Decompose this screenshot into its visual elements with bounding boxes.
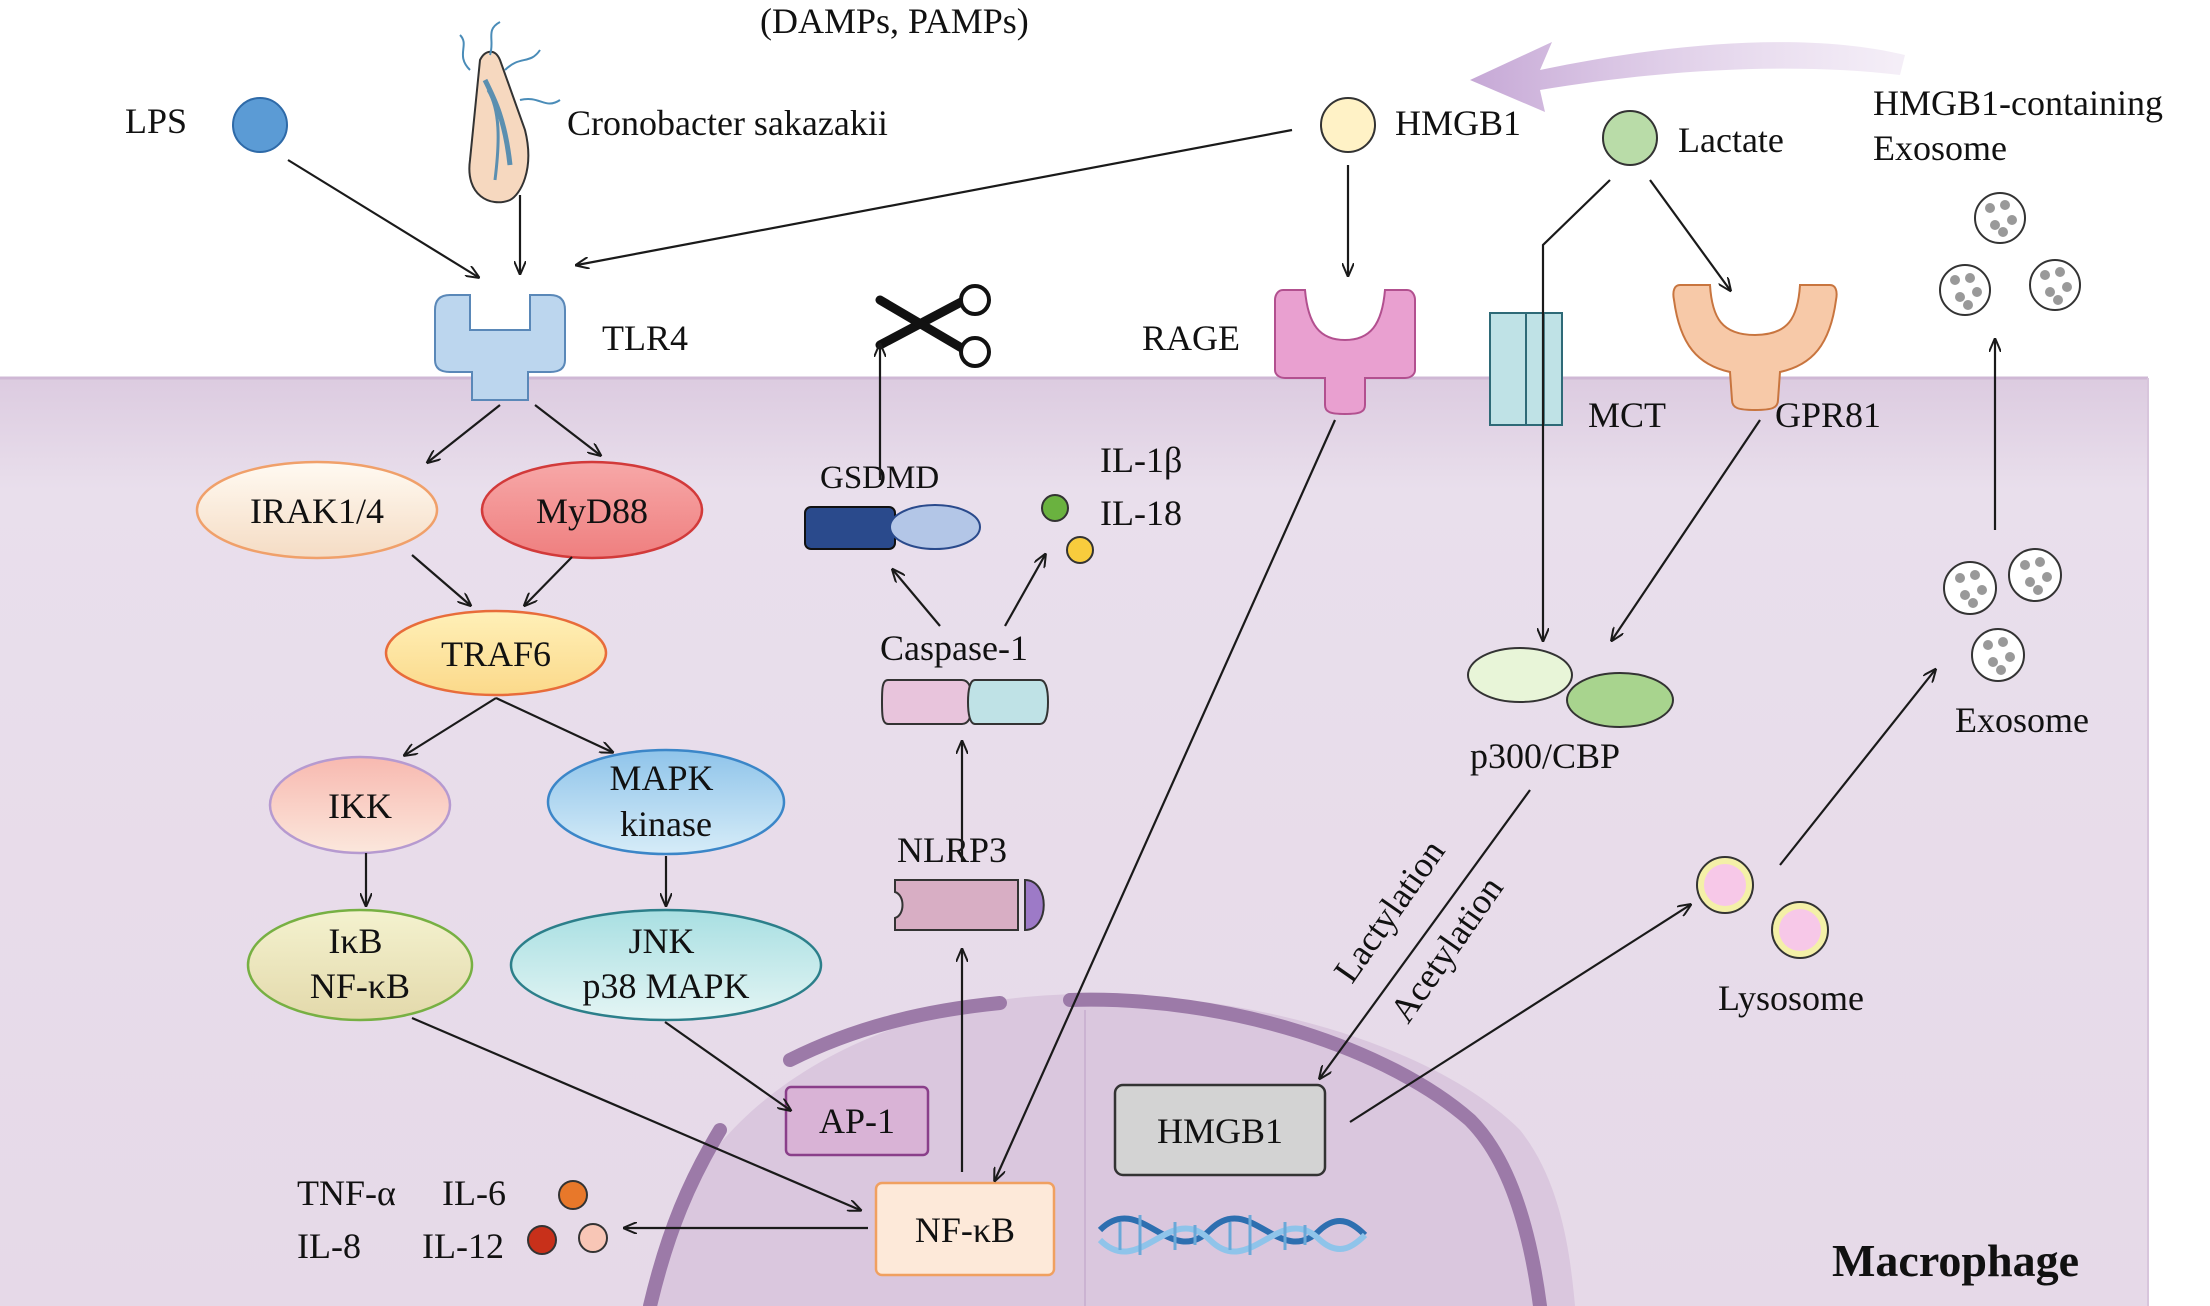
gsdmd-n-domain (804, 506, 896, 550)
jnk-p38-node (509, 908, 823, 1022)
mapk-kinase-node (546, 748, 786, 856)
tlr4-label: TLR4 (602, 318, 688, 358)
il18-icon (1066, 536, 1094, 564)
macrophage-label: Macrophage (1832, 1235, 2079, 1286)
caspase1-label: Caspase-1 (880, 628, 1028, 668)
ikk-node (268, 755, 452, 855)
bacterium-label: Cronobacter sakazakii (567, 103, 888, 143)
scissors-icon (875, 284, 991, 368)
myd88-node (480, 460, 704, 560)
lysosome-label: Lysosome (1718, 978, 1864, 1018)
exosome-inside-icon (1943, 548, 2062, 682)
mct-label: MCT (1588, 395, 1666, 435)
bacterium-icon (459, 21, 561, 204)
il12-dot-light (578, 1223, 608, 1253)
traf6-node (384, 609, 608, 697)
irak-node (195, 460, 439, 560)
dna-icon (1097, 1215, 1368, 1255)
nuclear-hmgb1-label: HMGB1 (1157, 1111, 1283, 1151)
irak-label: IRAK1/4 (250, 491, 384, 531)
rage-receptor (1274, 289, 1416, 416)
myd88-label: MyD88 (536, 491, 648, 531)
arrows (287, 128, 1995, 1228)
nlrp3-node (894, 878, 1045, 932)
nuclear-envelope-2 (783, 996, 1007, 1067)
damps-pamps-caption: (DAMPs, PAMPs) (760, 1, 1029, 41)
ikk-label: IKK (328, 786, 392, 826)
ikb-nfkb-node (246, 908, 474, 1022)
nuclear-envelope-3 (1063, 992, 1547, 1306)
lps-label: LPS (125, 101, 187, 141)
il6-dot (558, 1180, 588, 1210)
p300-node (1467, 647, 1573, 703)
nlrp3-label: NLRP3 (897, 830, 1007, 870)
nfkb-box (874, 1181, 1056, 1277)
p300cbp-label: p300/CBP (1470, 736, 1620, 776)
gsdmd-c-domain (889, 504, 981, 550)
lps-icon (232, 97, 288, 153)
il1b-label: IL-1β (1100, 440, 1182, 480)
il6-label: IL-6 (442, 1173, 506, 1213)
il12-label: IL-12 (422, 1226, 504, 1266)
nfkb-label: NF-κB (915, 1210, 1015, 1250)
tlr4-receptor (434, 294, 566, 401)
jnk-p38-label: JNK p38 MAPK (582, 921, 749, 1006)
exosome-in-label: Exosome (1955, 700, 2089, 740)
ap1-box (784, 1085, 930, 1157)
il18-label: IL-18 (1100, 493, 1182, 533)
exosome-outside-icon (1939, 192, 2081, 316)
il8-label: IL-8 (297, 1226, 361, 1266)
caspase1-node (881, 679, 1050, 725)
il1b-icon (1041, 494, 1069, 522)
gpr81-label: GPR81 (1775, 395, 1881, 435)
secretion-arrow (1470, 42, 1905, 112)
lactate-label: Lactate (1678, 120, 1784, 160)
hmgb1-ligand-label: HMGB1 (1395, 103, 1521, 143)
mct-transporter (1489, 312, 1563, 426)
il12-dot-dark (527, 1225, 557, 1255)
lactate-icon (1602, 110, 1658, 166)
ikb-nfkb-label: IκB NF-κB (310, 921, 410, 1006)
gpr81-receptor (1672, 284, 1838, 412)
rage-label: RAGE (1142, 318, 1240, 358)
nuclear-envelope-1 (643, 1123, 727, 1306)
tnfa-label: TNF-α (297, 1173, 396, 1213)
exosome-out-label: HMGB1-containing Exosome (1873, 83, 2172, 168)
lysosome-icon (1696, 856, 1829, 959)
cbp-node (1566, 672, 1674, 728)
hmgb1-ligand-icon (1320, 97, 1376, 153)
ap1-label: AP-1 (819, 1101, 895, 1141)
nuclear-hmgb1-box (1113, 1083, 1327, 1177)
mapk-kinase-label: MAPK kinase (609, 758, 722, 844)
traf6-label: TRAF6 (441, 634, 551, 674)
